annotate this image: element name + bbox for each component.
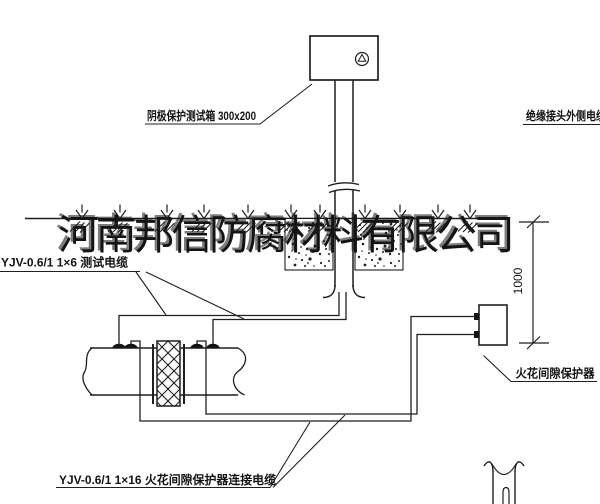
concrete-block-left	[284, 217, 334, 271]
test-cable-left	[118, 292, 340, 345]
terminal-circle-icon	[354, 51, 370, 67]
bell-mouth-right	[352, 284, 366, 299]
weld-dot	[124, 343, 138, 348]
label-test-box: 阴极保护测试箱 300x200	[147, 108, 256, 123]
spark-gap-cables	[130, 315, 475, 422]
svg-text:河南邦信防腐材料有限公司: 河南邦信防腐材料有限公司	[58, 212, 512, 258]
insulating-joint	[152, 340, 185, 407]
label-spark-gap: 火花间隙保护器	[516, 366, 596, 381]
dimension-line	[519, 215, 549, 350]
watermark: 河南邦信防腐材料有限公司 河南邦信防腐材料有限公司	[56, 210, 515, 258]
leader-test-box	[145, 83, 313, 125]
terminal-bottom	[474, 331, 480, 338]
leader-lines	[0, 83, 600, 489]
terminal-triangle-icon	[357, 53, 367, 62]
weld-dot	[206, 343, 220, 348]
spark-cable-right	[196, 333, 475, 415]
leader-test-cable-2	[145, 271, 245, 320]
spark-gap-protector	[474, 304, 508, 346]
test-cable-right	[212, 292, 347, 345]
spark-cable-left	[130, 315, 475, 422]
leader-test-cable-1	[135, 271, 167, 316]
weld-dot	[112, 343, 126, 348]
label-test-cable: YJV-0.6/1 1×6 测试电缆	[1, 255, 128, 270]
test-cables	[118, 292, 347, 345]
weld-dot	[190, 343, 204, 348]
terminal-top	[474, 313, 480, 320]
weld-dots	[112, 343, 220, 348]
leader-spark-gap	[483, 355, 597, 383]
pipe-break-right	[232, 347, 247, 396]
dimension-text: 1000	[511, 267, 525, 294]
label-spark-cable: YJV-0.6/1 1×16 火花间隙保护器连接电缆	[59, 472, 276, 487]
label-outer-cable: 绝缘接头外侧电缆	[526, 108, 600, 123]
leader-spark-cable-2	[272, 414, 346, 488]
bell-inner-cable	[502, 486, 510, 504]
bell-mouth-left	[322, 284, 336, 299]
bottom-bell-mouth	[483, 461, 525, 504]
conduit-break-icon	[327, 182, 360, 187]
svg-text:河南邦信防腐材料有限公司: 河南邦信防腐材料有限公司	[56, 210, 510, 256]
cathodic-test-box	[309, 35, 379, 81]
leader-spark-cable-1	[56, 421, 311, 489]
pipe-break-left	[82, 347, 93, 396]
conduit-riser	[322, 80, 366, 299]
